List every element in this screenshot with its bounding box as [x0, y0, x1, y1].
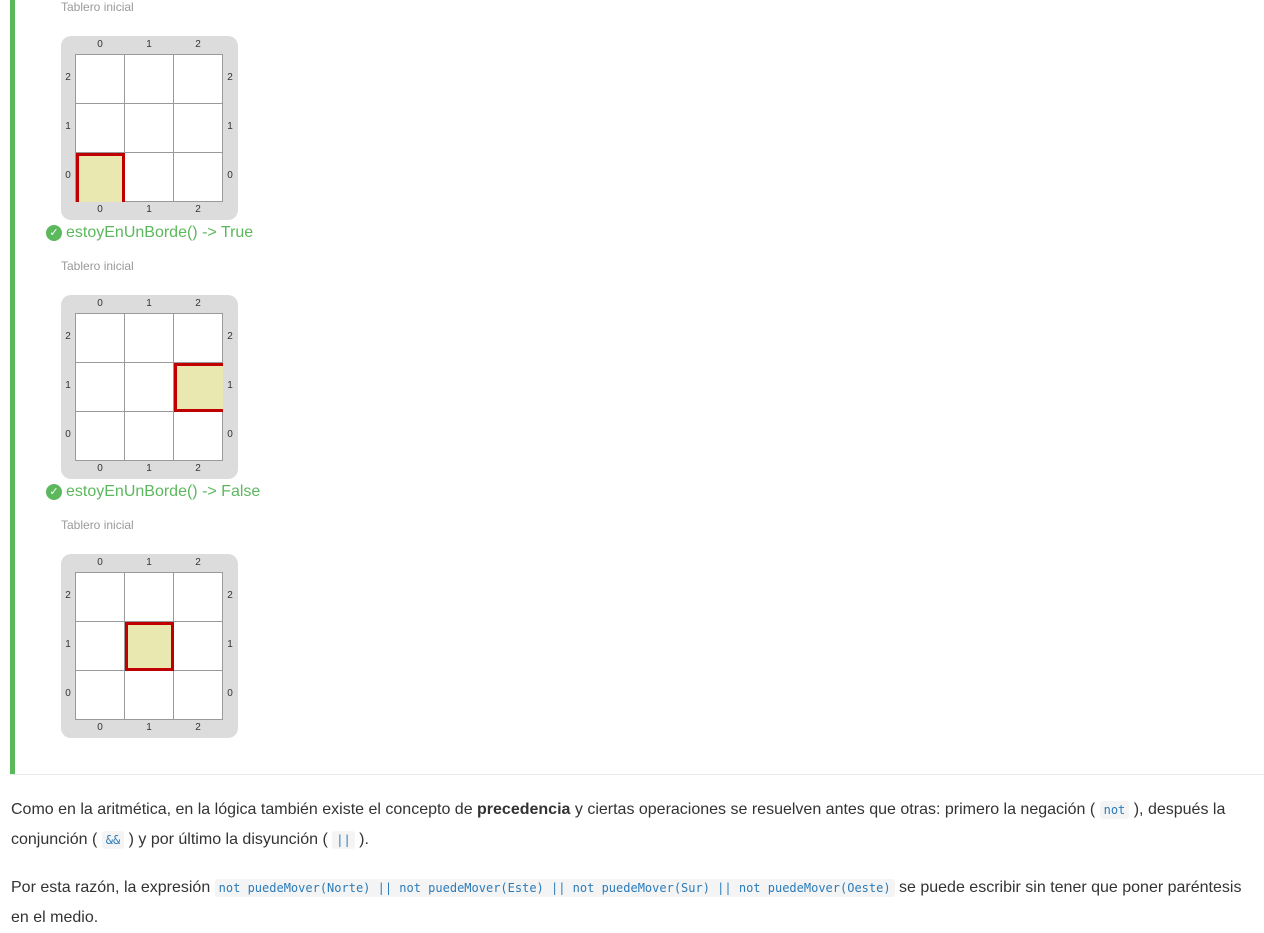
code-not: not: [1099, 801, 1130, 819]
col-coord-top: 1: [146, 39, 152, 50]
row-coord-left: 2: [65, 590, 71, 601]
row-coord-left: 2: [65, 331, 71, 342]
board-label: Tablero inicial: [61, 259, 134, 273]
head-cell: [125, 622, 174, 671]
board: 0 0 1 1 2 2 2 2 1 1 0 0: [61, 36, 238, 220]
board-grid: [75, 313, 223, 461]
paragraph-text: ) y por último la disyunción (: [124, 831, 333, 848]
col-coord-top: 0: [97, 298, 103, 309]
paragraph-text: Por esta razón, la expresión: [11, 879, 215, 896]
test-result: ✓estoyEnUnBorde() -> False: [46, 483, 260, 501]
paragraph-text: Como en la aritmética, en la lógica tamb…: [11, 801, 478, 818]
col-coord-bottom: 0: [97, 722, 103, 733]
row-coord-right: 1: [227, 380, 233, 391]
board-cell: [125, 671, 174, 720]
test-result: ✓estoyEnUnBorde() -> True: [46, 224, 253, 242]
board-cell: [174, 622, 223, 671]
code-expression: not puedeMover(Norte) || not puedeMover(…: [214, 879, 895, 897]
check-circle-icon: ✓: [46, 225, 62, 241]
col-coord-bottom: 0: [97, 204, 103, 215]
paragraph-text: ), después la conjunción (: [11, 801, 1226, 848]
paragraph-text: y ciertas operaciones se resuelven antes…: [570, 801, 1100, 818]
col-coord-top: 2: [195, 39, 201, 50]
board-cell: [174, 412, 223, 461]
code-and: &&: [101, 831, 125, 849]
col-coord-top: 1: [146, 298, 152, 309]
test-result-text: estoyEnUnBorde() -> True: [66, 224, 254, 241]
board-cell: [125, 412, 174, 461]
check-circle-icon: ✓: [46, 484, 62, 500]
board-cell: [125, 153, 174, 202]
col-coord-top: 0: [97, 39, 103, 50]
board-cell: [76, 573, 125, 622]
board-cell: [76, 55, 125, 104]
col-coord-top: 0: [97, 557, 103, 568]
col-coord-bottom: 2: [195, 722, 201, 733]
board-cell: [76, 363, 125, 412]
row-coord-right: 2: [227, 72, 233, 83]
row-coord-right: 0: [227, 688, 233, 699]
board-cell: [76, 671, 125, 720]
bold-term: precedencia: [477, 801, 571, 818]
col-coord-top: 2: [195, 557, 201, 568]
row-coord-left: 0: [65, 429, 71, 440]
paragraph-text: se puede escribir sin tener que poner pa…: [11, 879, 1242, 926]
row-coord-left: 1: [65, 121, 71, 132]
row-coord-left: 0: [65, 170, 71, 181]
row-coord-left: 2: [65, 72, 71, 83]
board-cell: [76, 412, 125, 461]
board-cell: [125, 314, 174, 363]
board-cell: [174, 104, 223, 153]
row-coord-left: 1: [65, 639, 71, 650]
board-label: Tablero inicial: [61, 518, 134, 532]
col-coord-bottom: 1: [146, 722, 152, 733]
precedence-paragraph: Como en la aritmética, en la lógica tamb…: [11, 795, 1261, 855]
expression-paragraph: Por esta razón, la expresión not puedeMo…: [11, 873, 1261, 933]
board-cell: [174, 671, 223, 720]
board-cell: [76, 622, 125, 671]
test-results-panel: [10, 0, 1264, 774]
row-coord-left: 0: [65, 688, 71, 699]
board-cell: [76, 104, 125, 153]
row-coord-right: 2: [227, 331, 233, 342]
row-coord-right: 1: [227, 639, 233, 650]
divider: [10, 774, 1264, 775]
board-cell: [76, 314, 125, 363]
board-cell: [174, 314, 223, 363]
board: 0 0 1 1 2 2 2 2 1 1 0 0: [61, 295, 238, 479]
col-coord-bottom: 2: [195, 204, 201, 215]
board-cell: [125, 573, 174, 622]
col-coord-top: 2: [195, 298, 201, 309]
col-coord-bottom: 1: [146, 463, 152, 474]
head-cell: [174, 363, 223, 412]
board-grid: [75, 54, 223, 202]
board-cell: [125, 104, 174, 153]
board-grid: [75, 572, 223, 720]
board-label: Tablero inicial: [61, 0, 134, 14]
row-coord-left: 1: [65, 380, 71, 391]
row-coord-right: 1: [227, 121, 233, 132]
row-coord-right: 0: [227, 170, 233, 181]
board-cell: [174, 153, 223, 202]
row-coord-right: 0: [227, 429, 233, 440]
col-coord-bottom: 2: [195, 463, 201, 474]
paragraph-text: ).: [354, 831, 369, 848]
head-cell: [76, 153, 125, 202]
board-cell: [174, 573, 223, 622]
code-or: ||: [332, 831, 355, 849]
board-cell: [125, 55, 174, 104]
test-result-text: estoyEnUnBorde() -> False: [66, 483, 261, 500]
col-coord-top: 1: [146, 557, 152, 568]
row-coord-right: 2: [227, 590, 233, 601]
col-coord-bottom: 0: [97, 463, 103, 474]
board-cell: [125, 363, 174, 412]
col-coord-bottom: 1: [146, 204, 152, 215]
board-cell: [174, 55, 223, 104]
board: 0 0 1 1 2 2 2 2 1 1 0 0: [61, 554, 238, 738]
